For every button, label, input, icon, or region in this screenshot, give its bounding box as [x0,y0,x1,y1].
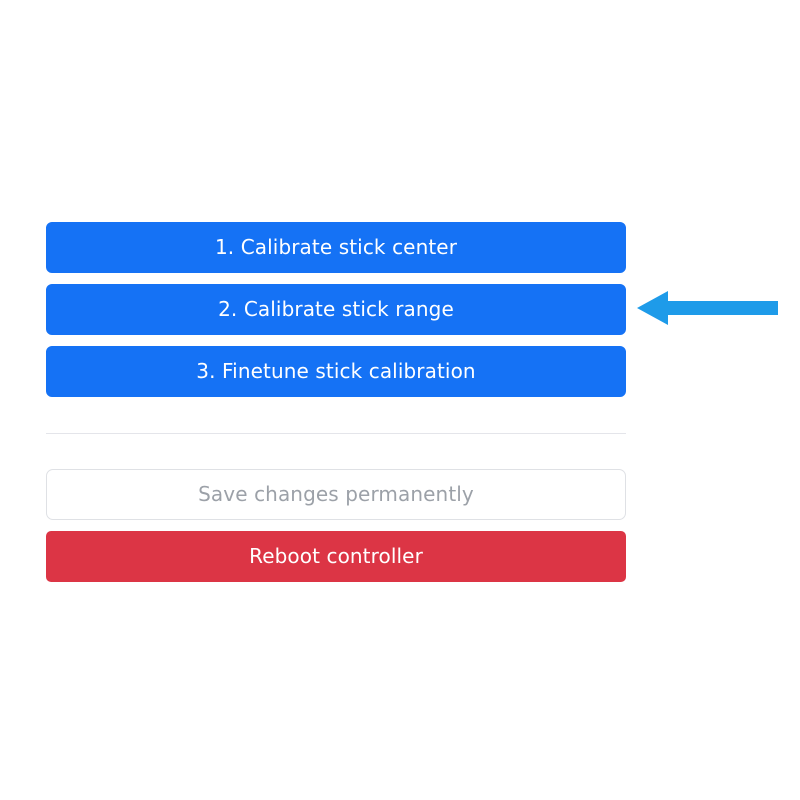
reboot-controller-button[interactable]: Reboot controller [46,531,626,582]
calibrate-stick-range-button[interactable]: 2. Calibrate stick range [46,284,626,335]
stick-calibration-panel: 1. Calibrate stick center 2. Calibrate s… [46,222,626,593]
save-changes-permanently-button[interactable]: Save changes permanently [46,469,626,520]
annotation-arrow-icon [637,291,778,325]
calibrate-stick-center-button[interactable]: 1. Calibrate stick center [46,222,626,273]
calibration-step-group: 1. Calibrate stick center 2. Calibrate s… [46,222,626,397]
panel-spacer-bottom [46,434,626,469]
section-divider [46,433,626,434]
finetune-stick-calibration-button[interactable]: 3. Finetune stick calibration [46,346,626,397]
panel-spacer-top [46,408,626,433]
